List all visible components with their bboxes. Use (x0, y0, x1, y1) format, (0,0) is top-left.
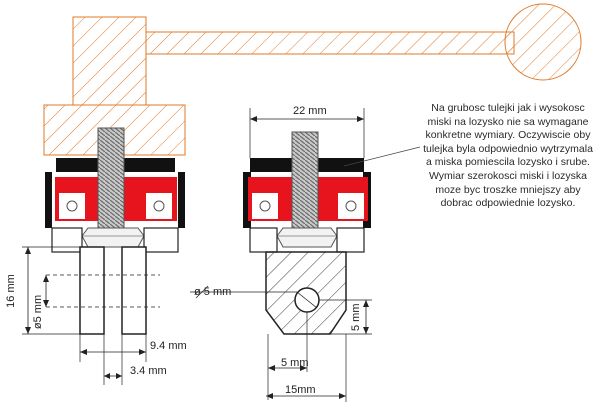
dim-hole-left-label: ø5 mm (32, 295, 44, 329)
left-view: 16 mm ø5 mm 9.4 mm 3.4 mm (5, 127, 187, 385)
dim-hole-right-label: ø 5 mm (194, 286, 231, 298)
right-nut (276, 227, 338, 248)
right-bolt (291, 131, 319, 229)
dim-5mm-bottom-label: 5 mm (281, 357, 309, 369)
dim-15mm-label: 15mm (285, 384, 316, 396)
left-nut (81, 227, 145, 248)
left-bolt (97, 127, 125, 229)
handle-arm (145, 31, 515, 55)
handle-knob (504, 3, 582, 81)
handle-post (72, 16, 147, 106)
dim-16mm-label: 16 mm (5, 274, 17, 308)
dim-22mm-label: 22 mm (293, 105, 327, 117)
note-leader-line (343, 146, 421, 167)
annotation-note: Na grubosc tulejki jak i wysokosc miski … (423, 102, 593, 210)
dim-3-4mm-label: 3.4 mm (130, 365, 167, 377)
handle-assembly (43, 3, 582, 156)
left-prong-a (79, 246, 105, 335)
right-view: 22 mm ø 5 mm 5 mm 5 mm 15mm (190, 105, 372, 402)
left-prong-b (121, 246, 147, 335)
dim-5mm-right-label: 5 mm (350, 304, 362, 332)
dim-9-4mm-label: 9.4 mm (150, 340, 187, 352)
